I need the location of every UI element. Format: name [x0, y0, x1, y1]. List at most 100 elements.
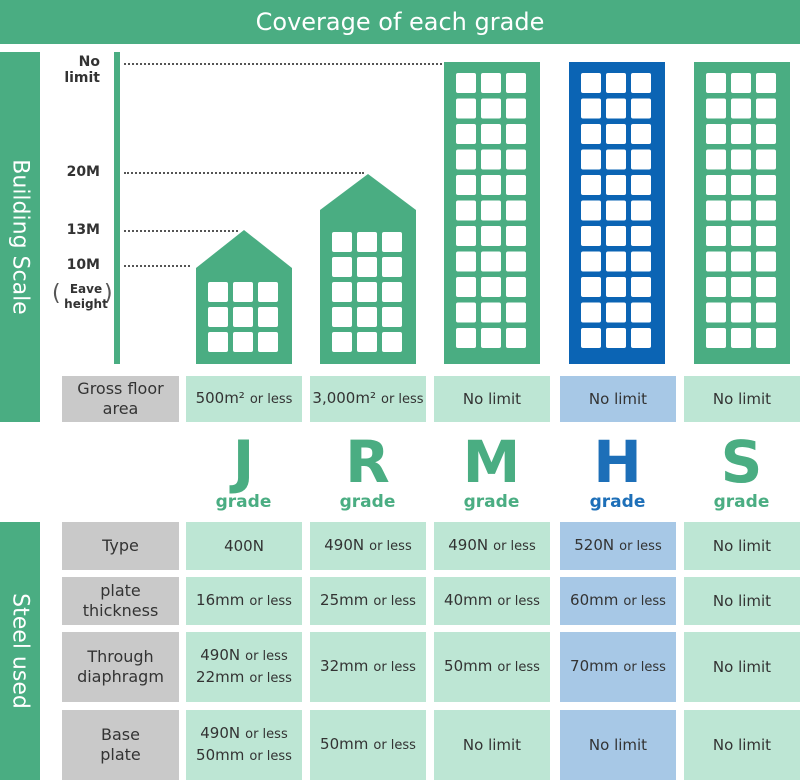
guide-13m [124, 230, 238, 232]
cell-value: No limit [462, 389, 522, 408]
building-window [606, 175, 626, 195]
steel-used-label: Steel used [7, 593, 33, 709]
grade-word: grade [713, 492, 770, 512]
cell-line: No limit [713, 389, 771, 410]
steel-cell-type: 490N or less [434, 522, 550, 570]
cell-qualifier: or less [245, 727, 288, 742]
building-window [581, 124, 601, 144]
cell-qualifier: or less [623, 594, 666, 609]
building-window [506, 302, 526, 323]
cell-qualifier: or less [493, 539, 536, 554]
cell-value: 490N [200, 646, 241, 664]
cell-value: No limit [588, 735, 648, 754]
grade-word: grade [589, 492, 646, 512]
building-window [208, 282, 228, 302]
steel-label-line1: Base [101, 725, 140, 744]
building-window [706, 251, 726, 272]
cell-line: 490N or less [448, 535, 535, 557]
building-window [481, 226, 501, 246]
cell-line: 400N [224, 536, 264, 557]
building-window [756, 200, 776, 221]
building-window [233, 307, 253, 327]
building-window [332, 307, 352, 327]
building-window [581, 175, 601, 195]
cell-line: No limit [589, 389, 647, 410]
cell-value: No limit [588, 389, 648, 408]
building-window [456, 302, 476, 323]
cell-qualifier: or less [373, 738, 416, 753]
building-window [731, 251, 751, 272]
building-window [731, 226, 751, 246]
cell-line: No limit [463, 389, 521, 410]
building-window [631, 277, 651, 297]
building-window [332, 257, 352, 277]
level-10m: 10M [66, 257, 100, 273]
cell-qualifier: or less [369, 539, 412, 554]
floor-area-label: Gross floor area [62, 376, 179, 422]
building-window [731, 302, 751, 323]
building-window [456, 226, 476, 246]
building-scale-label: Building Scale [7, 159, 33, 315]
cell-value: 16mm [196, 591, 245, 609]
building-window [357, 307, 377, 327]
cell-value: No limit [712, 657, 772, 676]
cell-line: No limit [713, 735, 771, 756]
cell-value: 490N [448, 536, 489, 554]
steel-cell-type: 400N [186, 522, 302, 570]
guide-no-limit [124, 63, 442, 65]
building-window [357, 332, 377, 352]
building-window [731, 175, 751, 195]
building-window [456, 277, 476, 297]
building-window [606, 226, 626, 246]
building-window [332, 332, 352, 352]
building-window [233, 282, 253, 302]
page-title: Coverage of each grade [0, 0, 800, 44]
building-window [456, 175, 476, 195]
cell-value: No limit [712, 389, 772, 408]
level-no-limit: No limit [64, 54, 100, 86]
building-window [481, 73, 501, 93]
building-window [581, 302, 601, 323]
cell-value: 50mm [320, 735, 369, 753]
building-window [332, 232, 352, 252]
building-window [606, 73, 626, 93]
building-window [456, 149, 476, 170]
cell-value: No limit [712, 591, 772, 610]
floor-area-cell: No limit [434, 376, 550, 422]
building-window [208, 307, 228, 327]
building-window [706, 124, 726, 144]
steel-cell-type: No limit [684, 522, 800, 570]
building-window [756, 149, 776, 170]
building-window [706, 200, 726, 221]
building-window [581, 200, 601, 221]
building-window [756, 302, 776, 323]
building-window [506, 124, 526, 144]
building-window [456, 328, 476, 348]
steel-cell-through: No limit [684, 632, 800, 702]
building-window [506, 277, 526, 297]
cell-qualifier: or less [497, 594, 540, 609]
building-window [706, 175, 726, 195]
building-window [631, 328, 651, 348]
building-r [320, 174, 416, 364]
building-window [631, 149, 651, 170]
building-window [581, 73, 601, 93]
building-window [456, 200, 476, 221]
cell-value: 22mm [196, 668, 245, 686]
cell-line: No limit [713, 657, 771, 678]
building-window [756, 73, 776, 93]
building-window [506, 98, 526, 119]
grade-word: grade [463, 492, 520, 512]
steel-label-line1: Through [87, 647, 154, 666]
building-m [444, 62, 540, 364]
building-window [581, 226, 601, 246]
cell-line: No limit [463, 735, 521, 756]
